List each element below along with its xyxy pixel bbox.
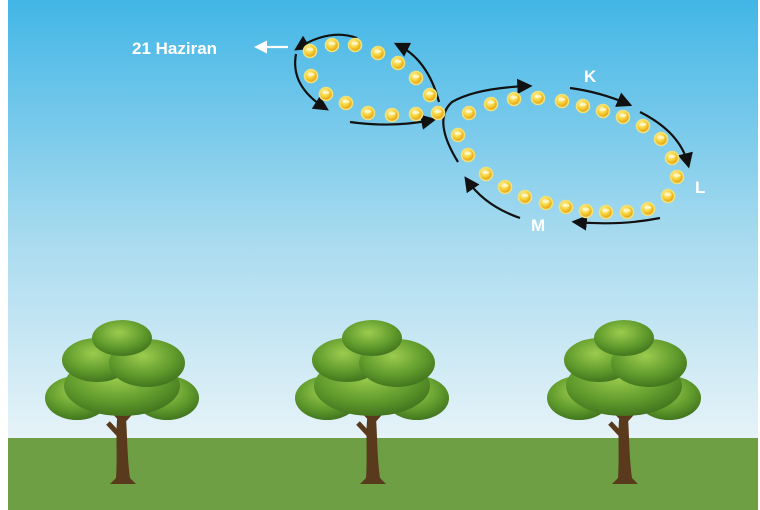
- sun-highlight: [464, 152, 472, 155]
- sun-icon: [360, 105, 376, 121]
- sun-icon: [538, 195, 554, 211]
- sun-icon: [408, 70, 424, 86]
- point-label-m: M: [531, 216, 545, 235]
- sun-highlight: [558, 98, 566, 101]
- sun-highlight: [510, 96, 518, 99]
- sun-positions: [302, 37, 685, 220]
- sun-icon: [660, 188, 676, 204]
- sun-highlight: [322, 91, 330, 94]
- sun-icon: [497, 179, 513, 195]
- sun-icon: [303, 68, 319, 84]
- sun-icon: [653, 131, 669, 147]
- sun-icon: [558, 199, 574, 215]
- sun-highlight: [673, 174, 681, 177]
- sun-highlight: [482, 171, 490, 174]
- sun-highlight: [521, 194, 529, 197]
- curved-arrow-icon: [571, 215, 661, 231]
- sun-highlight: [426, 92, 434, 95]
- sun-icon: [575, 98, 591, 114]
- sun-highlight: [664, 193, 672, 196]
- sun-highlight: [328, 42, 336, 45]
- sun-icon: [595, 103, 611, 119]
- sun-highlight: [562, 204, 570, 207]
- curved-arrow-icon: [349, 114, 437, 130]
- curved-arrow-icon: [442, 78, 533, 163]
- sun-icon: [460, 147, 476, 163]
- sun-icon: [517, 189, 533, 205]
- sun-icon: [615, 109, 631, 125]
- sun-icon: [635, 118, 651, 134]
- sun-highlight: [434, 110, 442, 113]
- curved-arrow-icon: [464, 176, 521, 220]
- sun-highlight: [657, 136, 665, 139]
- sun-icon: [347, 37, 363, 53]
- point-label-k: K: [584, 67, 597, 86]
- sun-highlight: [388, 112, 396, 115]
- sun-icon: [664, 150, 680, 166]
- curved-arrow-icon: [569, 86, 633, 107]
- sun-highlight: [599, 108, 607, 111]
- sun-highlight: [394, 60, 402, 63]
- curved-arrow-icon: [294, 53, 329, 111]
- sun-highlight: [374, 50, 382, 53]
- sun-icon: [461, 105, 477, 121]
- sun-icon: [619, 204, 635, 220]
- sun-icon: [430, 105, 446, 121]
- grass: [8, 438, 758, 510]
- sun-icon: [483, 96, 499, 112]
- sun-highlight: [579, 103, 587, 106]
- sun-icon: [554, 93, 570, 109]
- sun-icon: [669, 169, 685, 185]
- sun-highlight: [623, 209, 631, 212]
- sun-icon: [450, 127, 466, 143]
- sun-highlight: [668, 155, 676, 158]
- sun-icon: [390, 55, 406, 71]
- sun-highlight: [307, 73, 315, 76]
- sun-highlight: [534, 95, 542, 98]
- sun-highlight: [342, 100, 350, 103]
- sun-highlight: [364, 110, 372, 113]
- sun-highlight: [454, 132, 462, 135]
- sun-icon: [318, 86, 334, 102]
- sun-icon: [384, 107, 400, 123]
- sun-highlight: [487, 101, 495, 104]
- sun-icon: [324, 37, 340, 53]
- point-label-l: L: [695, 178, 705, 197]
- sun-highlight: [602, 209, 610, 212]
- curved-arrow-icon: [639, 111, 693, 169]
- sun-icon: [408, 106, 424, 122]
- sun-icon: [640, 201, 656, 217]
- sun-icon: [478, 166, 494, 182]
- sun-highlight: [501, 184, 509, 187]
- sun-icon: [302, 43, 318, 59]
- sun-icon: [506, 91, 522, 107]
- sun-icon: [598, 204, 614, 220]
- sun-highlight: [639, 123, 647, 126]
- sun-highlight: [644, 206, 652, 209]
- sun-highlight: [465, 110, 473, 113]
- sun-highlight: [306, 48, 314, 51]
- sun-icon: [370, 45, 386, 61]
- sun-icon: [578, 203, 594, 219]
- date-label: 21 Haziran: [132, 39, 217, 58]
- sun-icon: [338, 95, 354, 111]
- sun-highlight: [542, 200, 550, 203]
- sun-icon: [530, 90, 546, 106]
- sun-highlight: [412, 111, 420, 114]
- sun-icon: [422, 87, 438, 103]
- sun-highlight: [351, 42, 359, 45]
- curved-arrow-icon: [294, 33, 358, 51]
- sun-highlight: [619, 114, 627, 117]
- sun-highlight: [582, 208, 590, 211]
- sun-highlight: [412, 75, 420, 78]
